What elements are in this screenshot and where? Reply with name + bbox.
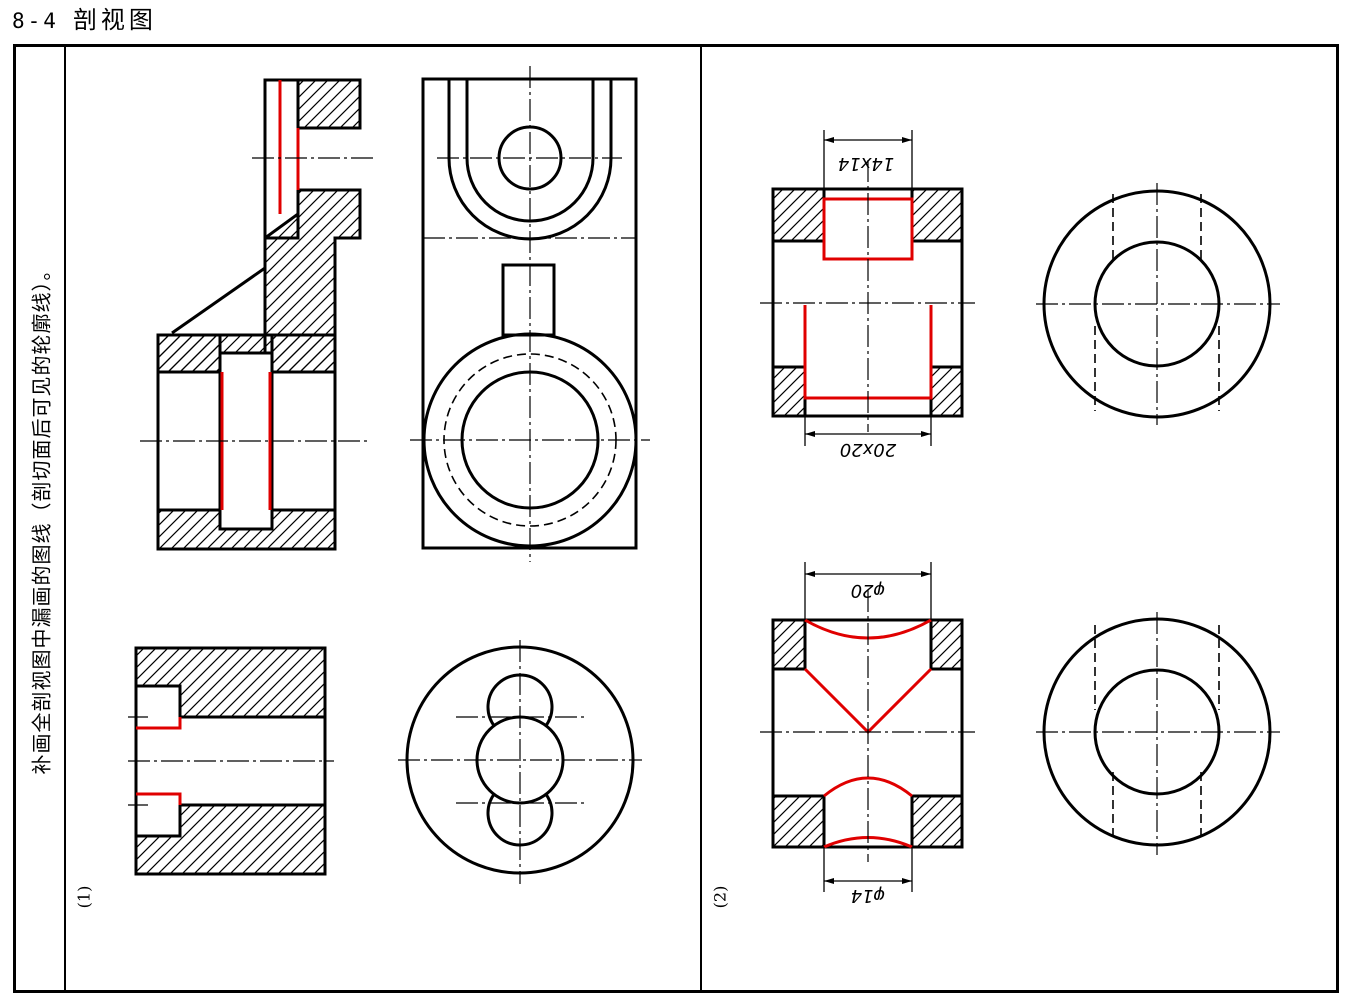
- instruction-sidebar: 补画全剖视图中漏画的图线（剖切面后可见的轮廓线）。: [16, 47, 66, 990]
- dim-20x20: 20x20: [840, 439, 896, 460]
- drawing-frame: 补画全剖视图中漏画的图线（剖切面后可见的轮廓线）。: [13, 44, 1339, 993]
- exercise-title: 剖视图: [72, 6, 157, 34]
- part2-square-end-view: [1036, 183, 1280, 425]
- part1-section-view: [140, 78, 375, 551]
- page-title: 8-4 剖视图: [12, 2, 157, 38]
- dim-phi20: φ20: [851, 580, 886, 601]
- dim-14x14: 14x14: [838, 153, 894, 174]
- exercise-number: 8-4: [12, 9, 59, 33]
- part2-round-section: φ20 φ14: [760, 562, 975, 906]
- dim-phi14: φ14: [851, 885, 886, 906]
- part1b-end-view: [398, 640, 642, 884]
- part2-round-end-view: [1036, 612, 1280, 855]
- part1-plan-view: [410, 66, 650, 562]
- part1b-section-view: [128, 646, 334, 876]
- part2-square-section: 14x14 20x20: [760, 130, 975, 460]
- panel-divider: [700, 47, 702, 990]
